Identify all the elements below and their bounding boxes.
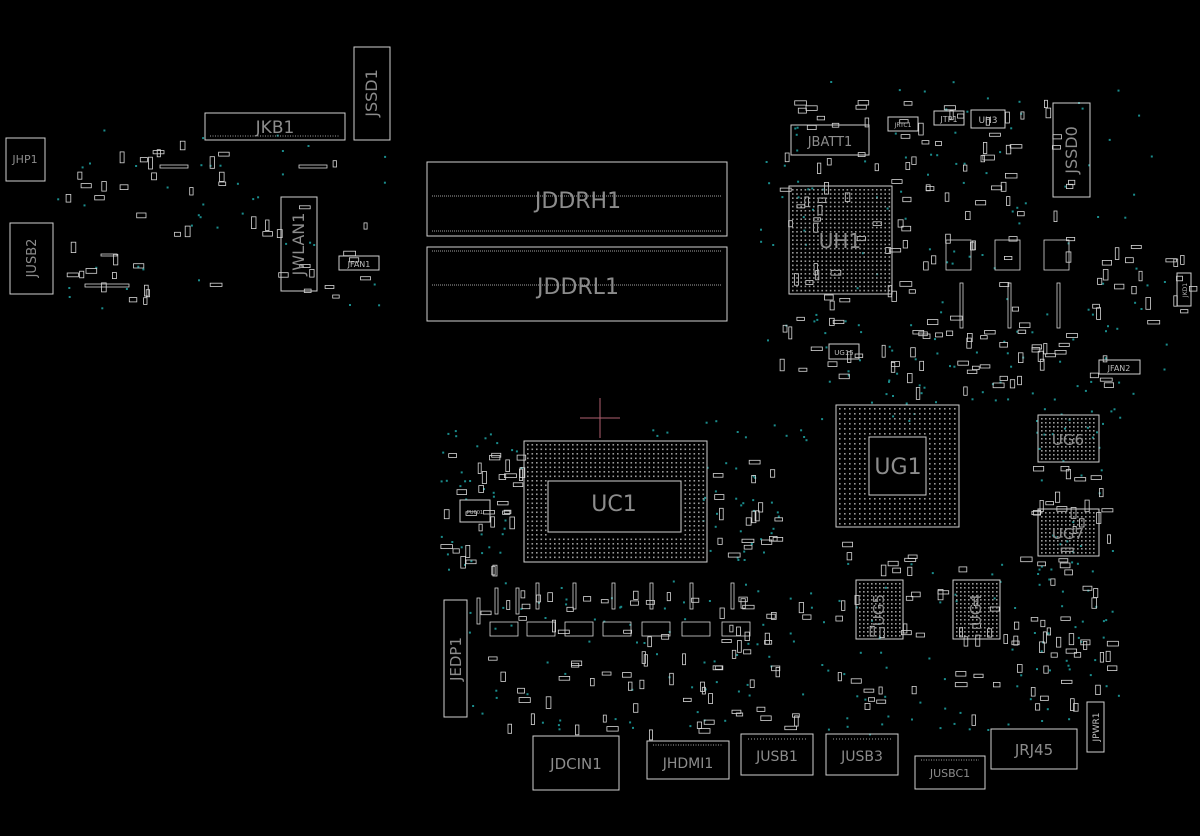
label-jusb1: JUSB1 [755,749,798,765]
label-jhp1: JHP1 [11,153,37,166]
label-jfan1: JFAN1 [347,260,371,269]
component-jpwr1[interactable]: JPWR1 [1086,701,1105,753]
label-jusb3: JUSB3 [840,749,883,765]
label-uh3: UH3 [978,116,997,126]
label-jdcin1: JDCIN1 [549,755,602,773]
ug6-ball-grid [1041,418,1095,460]
label-ug1: UG1 [874,455,921,480]
component-jhp1[interactable]: JHP1 [5,137,46,182]
component-jrj45[interactable]: JRJ45 [990,728,1078,770]
component-pu001[interactable]: PU001 [459,499,491,523]
label-uc1: UC1 [591,492,636,517]
label-jrtc1: JRTC1 [894,122,912,129]
passive-components [65,99,1198,741]
label-jusbc1: JUSBC1 [929,767,970,780]
label-jddrl1: JDDRL1 [535,275,619,300]
component-jusb3[interactable]: JUSB3 [825,733,899,776]
ug7-ball-grid [1041,512,1095,554]
component-jusbc1[interactable]: JUSBC1 [914,755,986,790]
label-jtp1: JTP1 [939,115,957,124]
label-ug15: UG15 [834,349,853,357]
component-ug5[interactable]: UG5 [855,579,904,640]
label-jbatt1: JBATT1 [807,135,853,150]
component-jusb1[interactable]: JUSB1 [740,733,814,776]
label-ug7: UG7 [1052,525,1084,543]
label-jfan2: JFAN2 [1107,364,1131,373]
label-uh1: UH1 [819,229,861,253]
via-field [57,81,1168,736]
component-jfan1[interactable]: JFAN1 [338,255,380,271]
ug4-ball-grid [956,583,998,637]
label-jwlan1: JWLAN1 [289,213,308,277]
component-jrtc1[interactable]: JRTC1 [887,116,919,132]
label-jedp1: JEDP1 [447,637,465,682]
component-jkb1[interactable]: JKB1 [204,112,346,141]
label-ug6: UG6 [1052,431,1084,449]
crosshair-cursor [580,398,620,438]
component-jfan2[interactable]: JFAN2 [1098,359,1141,375]
component-ug7[interactable]: UG7 [1037,508,1100,557]
label-pu001: PU001 [467,510,483,516]
component-jedp1[interactable]: JEDP1 [443,599,468,718]
ug1-ball-grid [839,408,956,525]
component-jddrh1[interactable]: JDDRH1 [426,161,728,237]
label-jpwr1: JPWR1 [1092,713,1102,743]
label-ug5: UG5 [870,594,888,626]
label-jkd1: JKD1 [1182,283,1189,298]
component-ug6[interactable]: UG6 [1037,414,1100,463]
label-jusb2: JUSB2 [25,239,40,279]
component-uc1[interactable]: UC1 [523,440,708,563]
uc1-ball-grid [527,444,705,559]
component-jkd1[interactable]: JKD1 [1176,272,1192,307]
label-ug4: UG4 [967,594,985,626]
label-jkb1: JKB1 [255,118,295,138]
component-ug15[interactable]: UG15 [828,343,860,360]
component-jssd0[interactable]: JSSD0 [1052,102,1091,198]
component-jdcin1[interactable]: JDCIN1 [532,735,620,791]
component-jtp1[interactable]: JTP1 [933,110,965,126]
label-jhdmi1: JHDMI1 [662,756,714,772]
label-jddrh1: JDDRH1 [533,189,621,214]
component-jusb2[interactable]: JUSB2 [9,222,54,295]
ug5-ball-grid [859,583,901,637]
label-jrj45: JRJ45 [1014,741,1053,759]
component-ug1[interactable]: UG1 [835,404,960,528]
component-jwlan1[interactable]: JWLAN1 [280,196,318,292]
component-jssd1[interactable]: JSSD1 [353,46,391,141]
uh1-ball-grid [792,189,891,292]
component-uh3[interactable]: UH3 [970,109,1006,129]
component-jddrl1[interactable]: JDDRL1 [426,246,728,322]
label-jssd0: JSSD0 [1062,126,1081,175]
component-jhdmi1[interactable]: JHDMI1 [646,740,730,780]
component-uh1[interactable]: UH1 [788,185,893,295]
component-jbatt1[interactable]: JBATT1 [790,124,870,156]
label-jssd1: JSSD1 [362,69,381,118]
component-ug4[interactable]: UG4 [952,579,1001,640]
